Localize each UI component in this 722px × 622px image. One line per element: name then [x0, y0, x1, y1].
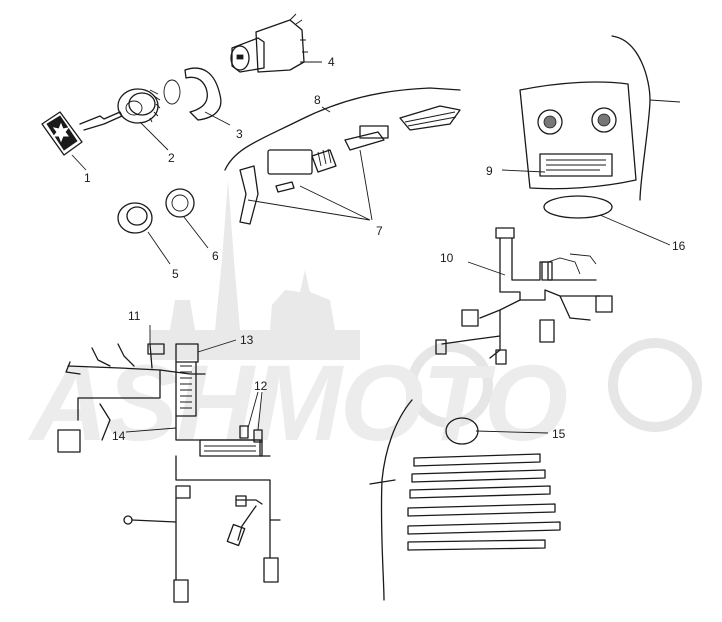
- callout-2: 2: [168, 151, 175, 165]
- callout-5: 5: [172, 267, 179, 281]
- callout-6: 6: [212, 249, 219, 263]
- callout-9: 9: [486, 164, 493, 178]
- lock-washer-part: [165, 188, 195, 218]
- watermark-layer: ASHMOTO: [27, 180, 702, 463]
- callout-3: 3: [236, 127, 243, 141]
- callout-1: 1: [84, 171, 91, 185]
- leader-lines: [71, 61, 671, 434]
- callout-14: 14: [112, 429, 126, 443]
- callout-11: 11: [128, 309, 141, 323]
- o-ring-part: [543, 195, 613, 219]
- side-panel-decal-part: [369, 399, 561, 601]
- gasket-part: [163, 67, 222, 121]
- throttle-switch-assembly: [224, 87, 461, 225]
- callout-15: 15: [552, 427, 566, 441]
- callout-13: 13: [240, 333, 254, 347]
- callout-8: 8: [314, 93, 321, 107]
- callout-7: 7: [376, 224, 383, 238]
- watermark-cathedral: [150, 180, 360, 360]
- main-wire-harness-part: [435, 227, 613, 365]
- lower-wire-harness-part: [57, 343, 281, 603]
- ignition-switch-part: [230, 13, 308, 73]
- callout-labels: 1 2 3 4 5 6 7 8 9 10 11 12 13 14 15 16: [84, 55, 686, 443]
- watermark-wheel-rear: [608, 338, 702, 432]
- callout-10: 10: [440, 251, 454, 265]
- watermark-text: ASHMOTO: [27, 342, 567, 463]
- callout-16: 16: [672, 239, 686, 253]
- bezel-nut-part: [117, 88, 161, 124]
- lock-nut-part: [117, 202, 153, 234]
- key-part: [41, 111, 123, 156]
- callout-4: 4: [328, 55, 335, 69]
- console-panel-part: [519, 35, 681, 201]
- callout-12: 12: [254, 379, 268, 393]
